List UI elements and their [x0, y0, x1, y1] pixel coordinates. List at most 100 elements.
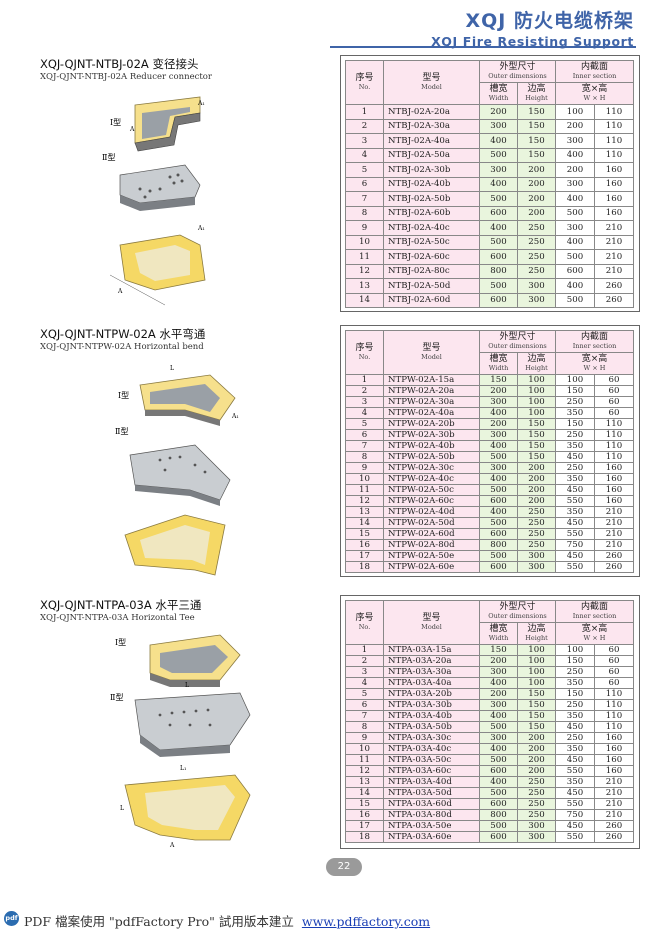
bend-dim-a1: A₁	[231, 413, 239, 420]
row-height: 150	[517, 721, 556, 733]
row-no: 14	[345, 517, 384, 529]
row-width: 500	[479, 517, 518, 529]
row-height: 150	[517, 104, 556, 120]
row-width: 600	[479, 765, 518, 777]
row-width: 500	[479, 451, 518, 463]
row-height: 250	[517, 787, 556, 799]
row-inner-height: 160	[593, 484, 635, 496]
pdffactory-link[interactable]: www.pdffactory.com	[301, 914, 431, 929]
row-inner-height: 110	[593, 721, 635, 733]
row-height: 150	[517, 147, 556, 163]
row-width: 300	[479, 732, 518, 744]
row-inner-width: 450	[555, 550, 595, 562]
row-inner-height: 260	[593, 820, 635, 832]
row-inner-width: 500	[555, 249, 595, 265]
row-inner-height: 110	[593, 147, 635, 163]
row-inner-width: 300	[555, 176, 595, 192]
row-width: 500	[479, 278, 518, 294]
row-width: 400	[479, 407, 518, 419]
row-height: 100	[517, 407, 556, 419]
row-model: NTBJ-02A-50b	[383, 191, 480, 207]
row-model: NTPA-03A-40d	[383, 776, 480, 788]
table-3-frame	[340, 595, 640, 849]
row-inner-width: 250	[555, 666, 595, 678]
row-inner-width: 400	[555, 234, 595, 250]
pdf-footer: pdf PDF 檔案使用 "pdfFactory Pro" 試用版本建立 www…	[0, 908, 650, 932]
row-model: NTBJ-02A-60c	[383, 249, 480, 265]
row-height: 100	[517, 655, 556, 667]
row-model: NTPA-03A-30b	[383, 699, 480, 711]
reducer-type1-label: Ⅰ型	[110, 118, 121, 127]
footer-text: PDF 檔案使用 "pdfFactory Pro" 試用版本建立	[24, 914, 294, 929]
row-inner-height: 60	[593, 644, 635, 656]
row-model: NTPA-03A-30a	[383, 666, 480, 678]
horizontal-bend-figure: Ⅰ型 L A₁ Ⅱ型	[115, 365, 239, 576]
row-inner-height: 110	[593, 118, 635, 134]
row-no: 11	[345, 249, 384, 265]
row-inner-width: 350	[555, 743, 595, 755]
row-model: NTPW-02A-30c	[383, 462, 480, 474]
row-model: NTPA-03A-50b	[383, 721, 480, 733]
row-inner-width: 350	[555, 506, 595, 518]
row-inner-height: 110	[593, 133, 635, 149]
row-inner-width: 350	[555, 776, 595, 788]
row-height: 150	[517, 418, 556, 430]
row-inner-width: 550	[555, 798, 595, 810]
row-inner-width: 100	[555, 644, 595, 656]
row-no: 4	[345, 407, 384, 419]
row-width: 500	[479, 550, 518, 562]
row-no: 7	[345, 191, 384, 207]
row-no: 12	[345, 263, 384, 279]
row-no: 11	[345, 484, 384, 496]
row-no: 18	[345, 831, 384, 843]
row-no: 15	[345, 528, 384, 540]
row-no: 13	[345, 506, 384, 518]
row-inner-width: 150	[555, 385, 595, 397]
row-height: 100	[517, 385, 556, 397]
row-no: 4	[345, 147, 384, 163]
row-height: 200	[517, 495, 556, 507]
row-inner-height: 60	[593, 396, 635, 408]
table-2-frame	[340, 325, 640, 577]
row-width: 400	[479, 473, 518, 485]
row-width: 600	[479, 528, 518, 540]
row-inner-height: 110	[593, 418, 635, 430]
row-width: 400	[479, 776, 518, 788]
row-model: NTBJ-02A-50d	[383, 278, 480, 294]
row-inner-width: 350	[555, 473, 595, 485]
row-width: 300	[479, 162, 518, 178]
page-number: 22	[326, 858, 362, 876]
tee-type2-label: Ⅱ型	[110, 693, 123, 702]
row-width: 500	[479, 484, 518, 496]
row-width: 600	[479, 561, 518, 573]
row-inner-height: 110	[593, 429, 635, 441]
row-model: NTPW-02A-20b	[383, 418, 480, 430]
row-model: NTPA-03A-60d	[383, 798, 480, 810]
row-inner-width: 200	[555, 118, 595, 134]
row-model: NTBJ-02A-30b	[383, 162, 480, 178]
row-inner-height: 210	[593, 517, 635, 529]
row-height: 150	[517, 429, 556, 441]
row-model: NTBJ-02A-50a	[383, 147, 480, 163]
row-no: 3	[345, 396, 384, 408]
row-no: 6	[345, 176, 384, 192]
row-model: NTBJ-02A-50c	[383, 234, 480, 250]
row-no: 10	[345, 473, 384, 485]
